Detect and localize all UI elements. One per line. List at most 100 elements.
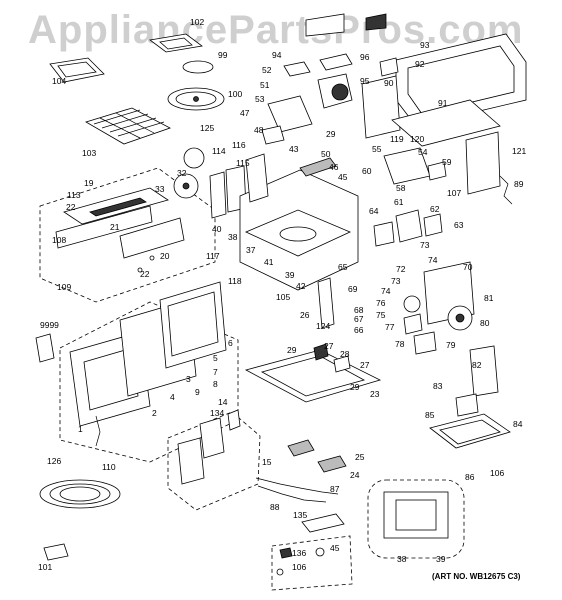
callout-c37: 37 (246, 245, 256, 255)
light-cover-25 (287, 439, 315, 457)
callout-c135: 135 (293, 510, 307, 520)
switch-59 (427, 161, 447, 181)
screw-20 (149, 255, 155, 261)
callout-c48: 48 (254, 125, 264, 135)
relay-77 (403, 313, 423, 335)
callout-c95: 95 (360, 76, 370, 86)
callout-c67: 67 (354, 314, 364, 324)
interlock-65 (317, 277, 335, 329)
rack-grid-d (117, 121, 165, 137)
callout-c52: 52 (262, 65, 272, 75)
damper-96 (319, 53, 353, 71)
wire-harness-88b (257, 485, 327, 503)
callout-c42: 42 (296, 281, 306, 291)
plate-84-inner (439, 419, 501, 445)
callout-c51: 51 (260, 80, 270, 90)
callout-c19: 19 (84, 178, 94, 188)
callout-c70: 70 (463, 262, 473, 272)
callout-c106b: 106 (292, 562, 306, 572)
callout-c9: 9 (195, 387, 200, 397)
callout-c125: 125 (200, 123, 214, 133)
wire-harness-88 (255, 477, 339, 495)
callout-c28: 28 (340, 349, 350, 359)
callout-c26: 26 (300, 310, 310, 320)
grease-filter-mesh (395, 499, 437, 531)
keypad-134 (199, 417, 225, 459)
callout-c121: 121 (512, 146, 526, 156)
callout-c22b: 22 (140, 269, 150, 279)
callout-c46: 46 (329, 162, 339, 172)
callout-c94: 94 (272, 50, 282, 60)
callout-c45b: 45 (330, 543, 340, 553)
fan-motor-hub (182, 182, 190, 190)
rack-grid-f (115, 112, 155, 134)
callout-c61: 61 (394, 197, 404, 207)
callout-c79: 79 (446, 340, 456, 350)
callout-c65: 65 (338, 262, 348, 272)
callout-c86: 86 (465, 472, 475, 482)
oven-rack-103 (85, 107, 172, 145)
callout-c85: 85 (425, 410, 435, 420)
callout-c9999: 9999 (40, 320, 59, 330)
callout-c74b: 74 (381, 286, 391, 296)
callout-c21: 21 (110, 222, 120, 232)
callout-c2: 2 (152, 408, 157, 418)
callout-c75: 75 (376, 310, 386, 320)
rack-grid-b (101, 113, 149, 129)
callout-c76: 76 (376, 298, 386, 308)
hardware-group-outline (271, 535, 353, 591)
callout-c43: 43 (289, 144, 299, 154)
top-bracket-47 (267, 95, 313, 133)
bracket-90 (361, 75, 401, 139)
callout-c45: 45 (338, 172, 348, 182)
callout-c38: 38 (228, 232, 238, 242)
callout-c8: 8 (213, 379, 218, 389)
screw-22 (137, 267, 143, 273)
callout-c4: 4 (170, 392, 175, 402)
callout-c118: 118 (228, 276, 242, 286)
fan-blade-125 (183, 147, 205, 169)
callout-c126: 126 (47, 456, 61, 466)
callout-c87: 87 (330, 484, 340, 494)
transformer-61 (395, 209, 423, 243)
callout-layer: 1021049910010312594525153479695939291901… (38, 17, 526, 572)
panel-114 (209, 171, 227, 219)
rack-grid-c (109, 117, 157, 133)
art-number: (ART NO. WB12675 C3) (432, 572, 521, 581)
callout-c50: 50 (321, 149, 331, 159)
callout-c6: 6 (228, 338, 233, 348)
capacitor-62 (423, 213, 443, 237)
magnetron-78 (413, 331, 437, 355)
callout-c40: 40 (212, 224, 222, 234)
callout-c77: 77 (385, 322, 395, 332)
callout-c41: 41 (264, 257, 274, 267)
callout-c47: 47 (240, 108, 250, 118)
callout-c93: 93 (420, 40, 430, 50)
keypad-15 (177, 437, 205, 485)
light-cover-24 (317, 455, 347, 473)
switch-14 (227, 409, 241, 431)
coil-126-ring-b (59, 486, 101, 502)
card-101 (43, 543, 69, 561)
callout-c110: 110 (102, 462, 116, 472)
rack-grid-e (99, 117, 141, 139)
rack-grid-a (93, 109, 141, 125)
callout-c64: 64 (369, 206, 379, 216)
callout-c73: 73 (420, 240, 430, 250)
cover-94 (283, 61, 311, 77)
callout-c53: 53 (255, 94, 265, 104)
screw-106 (276, 568, 284, 576)
filter-inner (57, 61, 97, 78)
callout-c62: 62 (430, 204, 440, 214)
callout-c38b: 38 (397, 554, 407, 564)
callout-c59: 59 (442, 157, 452, 167)
callout-c103: 103 (82, 148, 96, 158)
callout-c68: 68 (354, 305, 364, 315)
control-display (89, 197, 147, 217)
callout-c55: 55 (372, 144, 382, 154)
callout-c109: 109 (57, 282, 71, 292)
callout-c107: 107 (447, 188, 461, 198)
label-135 (301, 513, 345, 533)
callout-c29c: 29 (350, 382, 360, 392)
